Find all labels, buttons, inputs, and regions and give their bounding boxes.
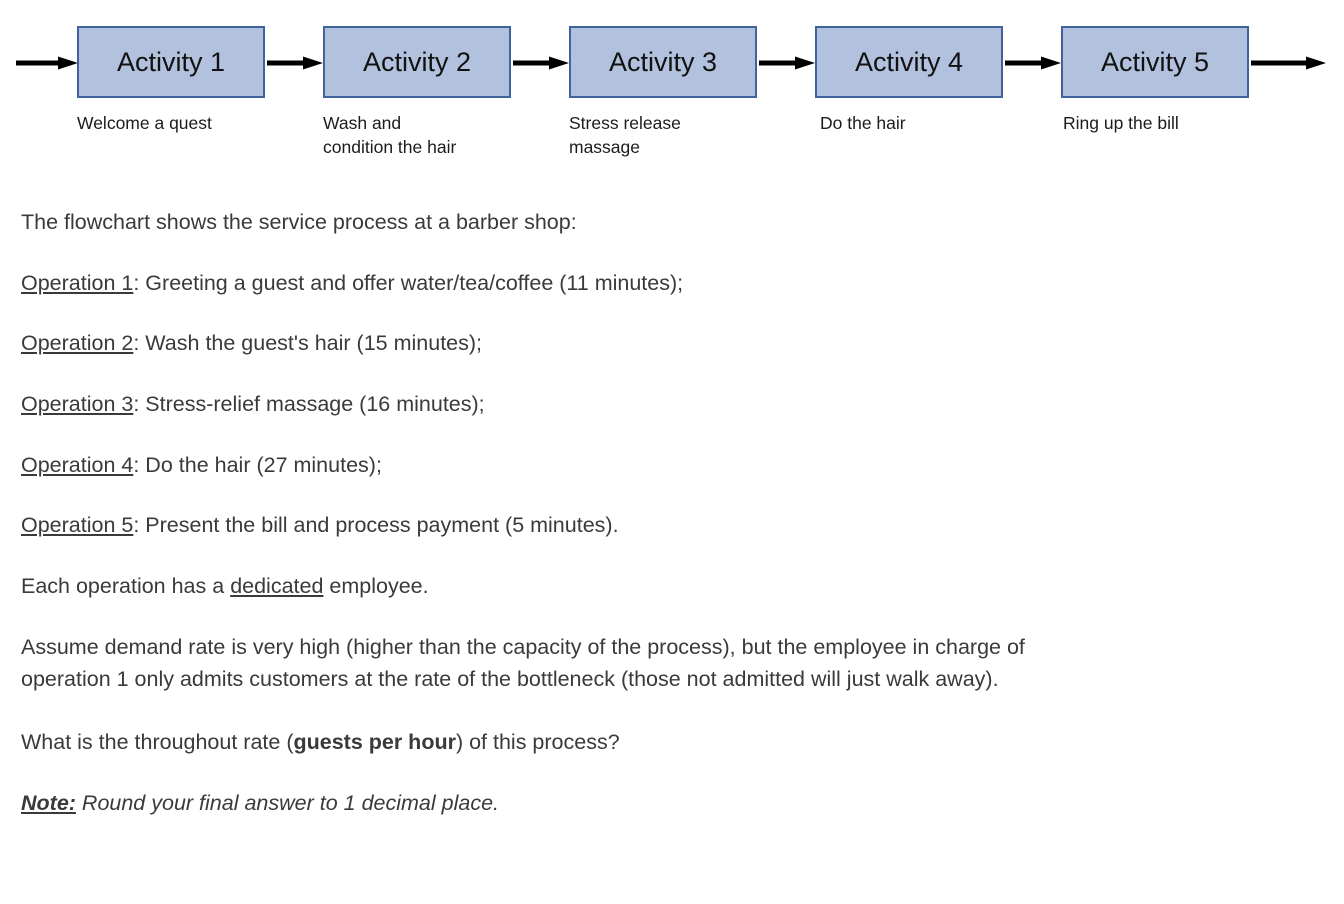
question-before: What is the throughout rate (	[21, 730, 294, 755]
activity-node-5[interactable]: Activity 5	[1061, 26, 1249, 98]
operation-4-label: Operation 4	[21, 452, 134, 477]
operation-2-label: Operation 2	[21, 331, 134, 356]
assumption-paragraph: Assume demand rate is very high (higher …	[21, 634, 1025, 692]
activity-node-5-label: Activity 5	[1100, 46, 1210, 77]
operation-line-1: Operation 1: Greeting a guest and offer …	[21, 267, 1081, 300]
flow-arrow-outbound	[1251, 56, 1326, 70]
operation-line-2: Operation 2: Wash the guest's hair (15 m…	[21, 327, 1081, 360]
process-flowchart: Activity 1 Welcome a quest Activity 2 Wa…	[0, 0, 1344, 182]
operation-line-3: Operation 3: Stress-relief massage (16 m…	[21, 388, 1081, 421]
operation-4-text: : Do the hair (27 minutes);	[133, 452, 382, 477]
note-label: Note:	[21, 790, 76, 815]
flow-arrow-inbound	[16, 56, 78, 70]
operation-line-4: Operation 4: Do the hair (27 minutes);	[21, 449, 1081, 482]
activity-node-4-caption: Do the hair	[820, 113, 906, 133]
dedicated-employee-line: Each operation has a dedicated employee.	[21, 570, 1081, 603]
question-paragraph: What is the throughout rate (guests per …	[21, 726, 1081, 759]
operation-1-text: : Greeting a guest and offer water/tea/c…	[133, 270, 684, 295]
question-emphasis: guests per hour	[293, 730, 456, 755]
dedicated-emphasis: dedicated	[230, 574, 324, 599]
question-body: The flowchart shows the service process …	[21, 206, 1321, 819]
activity-node-5-caption: Ring up the bill	[1063, 113, 1179, 133]
activity-node-1-caption: Welcome a quest	[77, 113, 212, 133]
operation-1-label: Operation 1	[21, 270, 134, 295]
flow-arrow-4-to-5	[1005, 56, 1061, 70]
note-text: Round your final answer to 1 decimal pla…	[75, 790, 499, 815]
operation-5-label: Operation 5	[21, 513, 134, 538]
activity-node-2-label: Activity 2	[362, 46, 472, 77]
activity-node-4[interactable]: Activity 4	[815, 26, 1003, 98]
activity-node-4-label: Activity 4	[854, 46, 964, 77]
operation-line-5: Operation 5: Present the bill and proces…	[21, 509, 1081, 542]
question-after: ) of this process?	[455, 730, 620, 755]
operation-2-text: : Wash the guest's hair (15 minutes);	[133, 331, 483, 356]
activity-node-2-caption: Wash and condition the hair	[323, 113, 457, 158]
intro-paragraph: The flowchart shows the service process …	[21, 210, 577, 234]
operation-3-text: : Stress-relief massage (16 minutes);	[133, 392, 485, 417]
activity-node-3-label: Activity 3	[608, 46, 718, 77]
flow-arrow-2-to-3	[513, 56, 569, 70]
note-paragraph: Note: Round your final answer to 1 decim…	[21, 787, 1081, 820]
activity-node-2[interactable]: Activity 2	[323, 26, 511, 98]
flow-arrow-1-to-2	[267, 56, 323, 70]
activity-node-3[interactable]: Activity 3	[569, 26, 757, 98]
activity-node-3-caption: Stress release massage	[569, 113, 681, 158]
dedicated-line-before: Each operation has a	[21, 574, 231, 599]
activity-node-1-label: Activity 1	[116, 46, 226, 77]
flow-arrow-3-to-4	[759, 56, 815, 70]
operation-3-label: Operation 3	[21, 392, 134, 417]
operation-5-text: : Present the bill and process payment (…	[133, 513, 619, 538]
dedicated-line-after: employee.	[323, 574, 429, 599]
activity-node-1[interactable]: Activity 1	[77, 26, 265, 98]
